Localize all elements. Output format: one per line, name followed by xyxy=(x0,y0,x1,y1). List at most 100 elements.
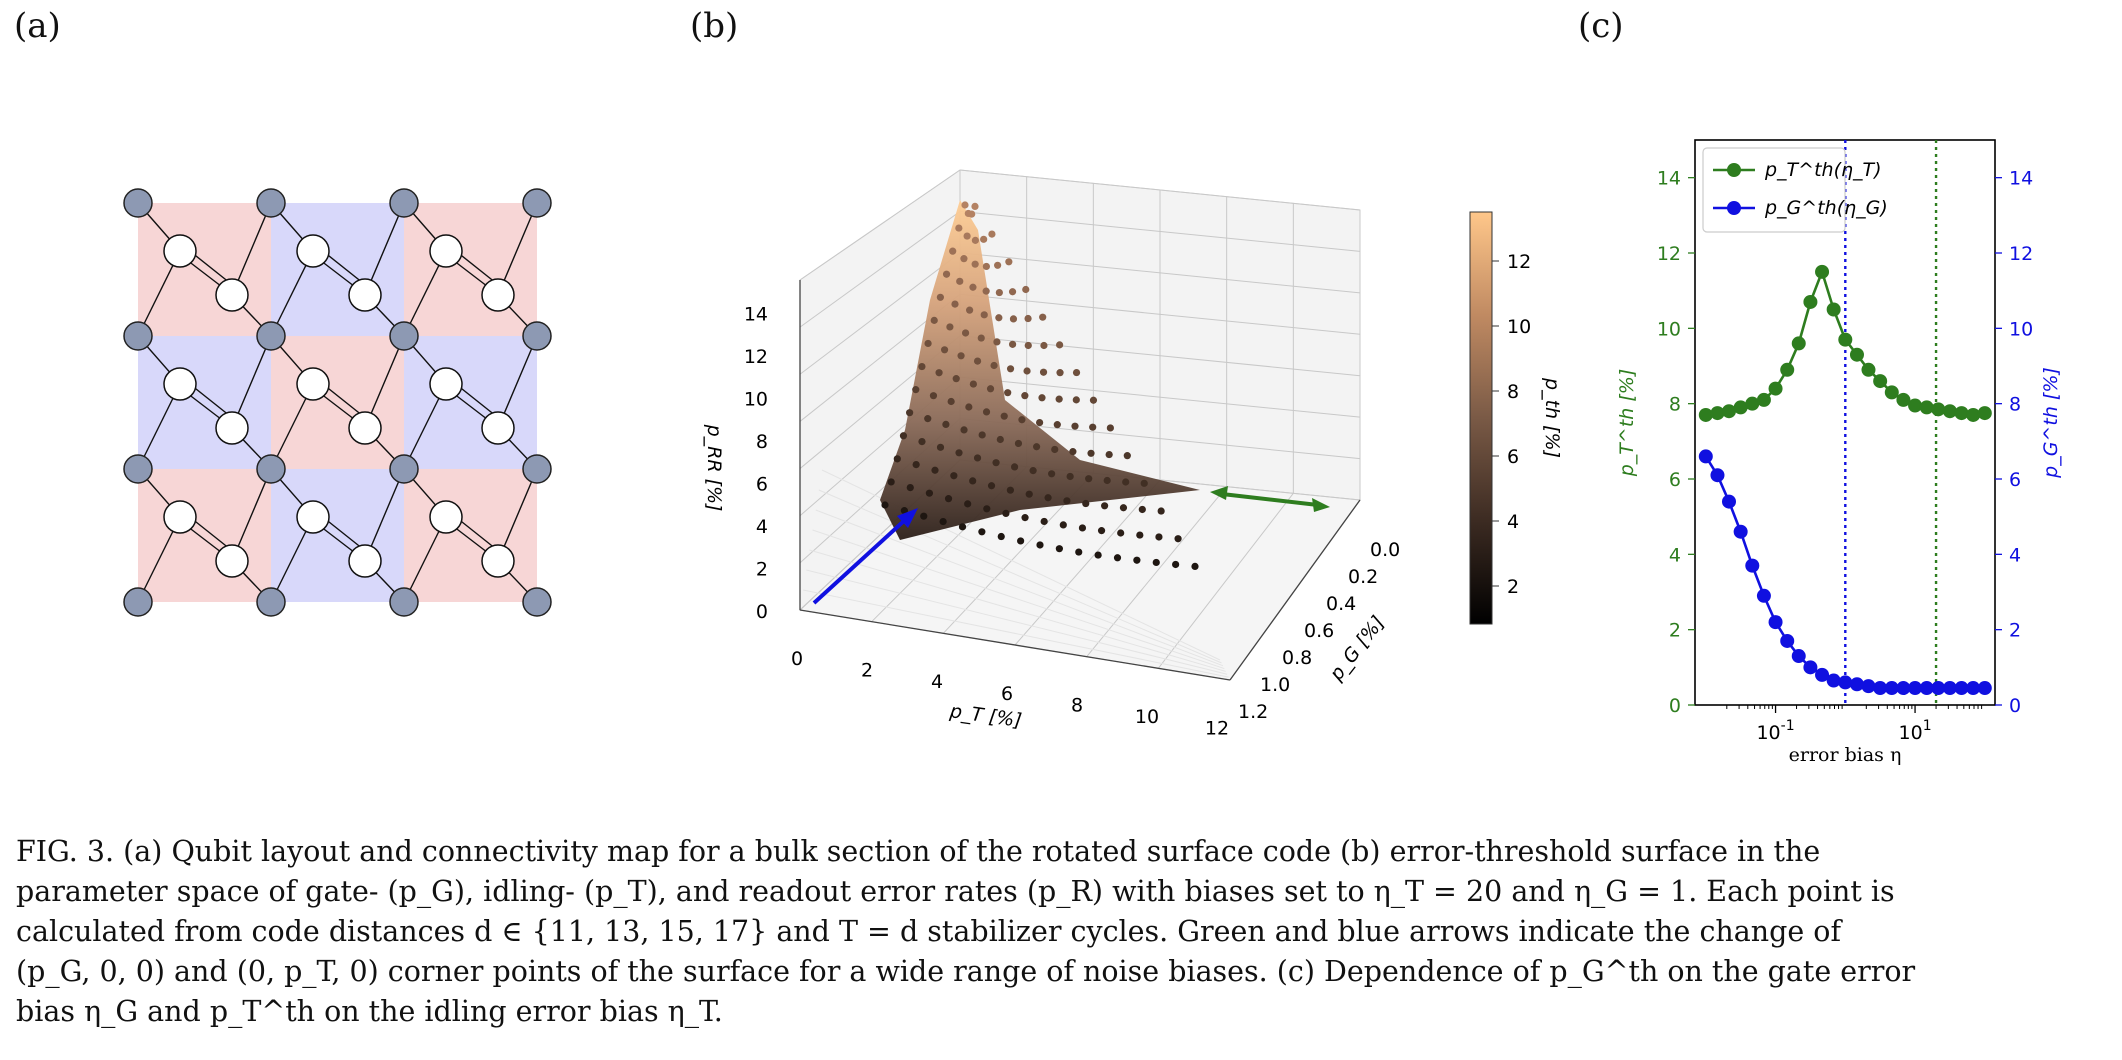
surface-point xyxy=(973,454,982,462)
surface-point xyxy=(978,528,986,536)
ancilla-qubit xyxy=(296,500,330,534)
surface-point xyxy=(980,311,988,319)
surface-point xyxy=(1117,529,1125,537)
ancilla-qubit xyxy=(481,278,515,312)
surface-point xyxy=(1122,478,1130,486)
surface-point xyxy=(1009,315,1018,323)
surface-point xyxy=(1010,463,1019,471)
surface-point xyxy=(1021,392,1029,400)
data-qubit xyxy=(256,587,286,617)
left-tick-label: 12 xyxy=(1657,243,1681,265)
surface-point xyxy=(997,532,1005,541)
point-pG xyxy=(1780,633,1795,648)
surface-point xyxy=(1113,554,1122,562)
surface-point xyxy=(1008,288,1017,296)
surface-point xyxy=(951,300,959,308)
surface-point xyxy=(1002,509,1010,517)
surface-point xyxy=(935,369,943,377)
x-axis-label: error bias η xyxy=(1789,744,1902,766)
grid-line xyxy=(1086,486,1228,657)
panel-label-b: (b) xyxy=(690,6,739,46)
surface-point xyxy=(1075,548,1083,556)
surface-point xyxy=(936,443,945,451)
point-pG xyxy=(1861,679,1876,694)
point-pT xyxy=(1884,385,1899,400)
caption-line-2: parameter space of gate- (p_G), idling- … xyxy=(16,875,1895,908)
surface-point xyxy=(1029,467,1037,475)
x-tick-label: 12 xyxy=(1205,718,1229,740)
x-tick-label: 4 xyxy=(931,671,943,693)
point-pT xyxy=(1756,392,1771,407)
point-pG xyxy=(1873,681,1888,696)
red-plaquette xyxy=(271,336,404,469)
right-tick-label: 10 xyxy=(2009,318,2033,340)
surface-point xyxy=(1055,545,1063,553)
data-qubit xyxy=(389,587,419,617)
x-tick-label: 8 xyxy=(1071,694,1083,716)
point-pG xyxy=(1908,681,1923,696)
surface-point xyxy=(990,361,998,370)
surface-point xyxy=(1006,486,1014,494)
left-tick-label: 6 xyxy=(1669,469,1681,491)
figure-caption: FIG. 3. (a) Qubit layout and connectivit… xyxy=(16,832,2110,1032)
ancilla-qubit xyxy=(429,234,463,268)
z-tick-label: 8 xyxy=(756,431,768,453)
surface-point xyxy=(942,270,951,278)
point-pG xyxy=(1815,667,1830,682)
ancilla-qubit xyxy=(481,411,515,445)
point-pG xyxy=(1977,681,1992,696)
surface-point xyxy=(952,375,960,383)
point-pG xyxy=(1849,677,1864,692)
surface-point xyxy=(1056,341,1064,349)
z-tick-label: 10 xyxy=(744,389,768,411)
surface-point xyxy=(982,408,991,416)
red-plaquette xyxy=(138,469,271,602)
surface-point xyxy=(1152,558,1160,567)
colorbar-tick-label: 4 xyxy=(1507,511,1519,533)
y-tick-label: 1.0 xyxy=(1260,674,1290,696)
caption-line-5: bias η_G and p_T^th on the idling error … xyxy=(16,995,723,1028)
point-pT xyxy=(1873,374,1888,389)
point-pG xyxy=(1721,494,1736,509)
surface-point xyxy=(995,314,1003,322)
green-arrowhead xyxy=(1210,486,1228,500)
grid-line xyxy=(799,252,961,375)
point-pT xyxy=(1780,362,1795,377)
colorbar xyxy=(1469,211,1493,625)
caption-line-4: (p_G, 0, 0) and (0, p_T, 0) corner point… xyxy=(16,955,1916,988)
surface-point xyxy=(947,397,955,406)
x-tick-label: 10-1 xyxy=(1756,718,1794,744)
x-tick-label: 101 xyxy=(1899,718,1932,744)
surface-point xyxy=(1097,527,1106,535)
surface-point xyxy=(955,224,963,232)
point-pT xyxy=(1931,402,1946,417)
panel-label-a: (a) xyxy=(14,6,61,46)
data-qubit xyxy=(389,188,419,218)
green-arrow xyxy=(1221,492,1319,507)
surface-point xyxy=(1066,472,1074,481)
data-qubit xyxy=(522,321,552,351)
legend-label-pT: p_T^th(η_T) xyxy=(1764,159,1882,181)
right-tick-label: 2 xyxy=(2009,620,2021,642)
ancilla-qubit xyxy=(348,278,382,312)
left-axis-label: p_T^th [%] xyxy=(1616,369,1638,478)
blue-arrow xyxy=(812,518,907,605)
point-pT xyxy=(1815,264,1830,279)
surface-point xyxy=(912,386,920,394)
surface-point xyxy=(1040,341,1048,350)
surface-point xyxy=(1082,499,1090,508)
right-tick-label: 6 xyxy=(2009,469,2021,491)
surface-point xyxy=(946,323,954,331)
data-qubit xyxy=(123,587,153,617)
grid-line xyxy=(803,589,1229,678)
y-tick-label: 0.2 xyxy=(1348,566,1378,588)
grid-line xyxy=(959,293,1361,335)
surface-point xyxy=(1191,562,1199,571)
point-pT xyxy=(1954,406,1969,421)
z-axis-label: p_RR [%] xyxy=(703,424,725,512)
grid-line xyxy=(806,569,1228,675)
left-tick-label: 4 xyxy=(1669,544,1681,566)
point-pG xyxy=(1931,681,1946,696)
